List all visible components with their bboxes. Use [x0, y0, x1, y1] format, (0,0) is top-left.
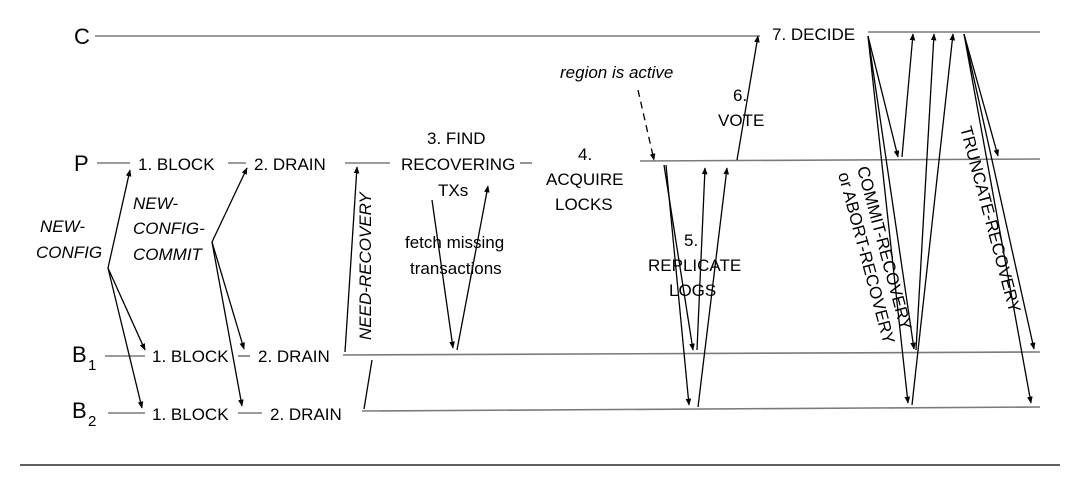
step-acquire-locks: 4. ACQUIRE LOCKS — [546, 145, 623, 214]
svg-text:3. FIND: 3. FIND — [427, 129, 486, 148]
axis-label-b1: B 1 — [72, 342, 96, 374]
timeline-c — [95, 31, 1040, 37]
arrow-vote — [736, 35, 760, 161]
svg-text:VOTE: VOTE — [718, 111, 764, 130]
svg-text:CONFIG: CONFIG — [36, 243, 102, 262]
arrow-truncate-to-b1 — [963, 33, 1036, 350]
arrow-need-recovery-b1 — [344, 166, 360, 353]
arrow-new-config-to-p — [107, 169, 132, 269]
step-block-b1: 1. BLOCK — [152, 347, 229, 366]
timeline-b2 — [108, 406, 1041, 414]
step-drain-p: 2. DRAIN — [254, 155, 326, 174]
annotation-region-active: region is active — [560, 63, 673, 82]
step-drain-b1: 2. DRAIN — [258, 347, 330, 366]
svg-text:transactions: transactions — [410, 259, 502, 278]
arrow-replicate-ack-b1 — [696, 167, 708, 351]
message-label-new-config: NEW- CONFIG — [36, 217, 102, 262]
arrow-truncate-to-b2 — [963, 33, 1033, 404]
message-label-need-recovery: NEED-RECOVERY — [356, 191, 375, 340]
step-replicate-logs: 5. REPLICATE LOGS — [648, 231, 741, 300]
step-find-recovering: 3. FIND RECOVERING TXs — [401, 129, 515, 200]
arrow-truncate-to-p — [963, 33, 1000, 157]
arrow-new-config-to-b2 — [107, 267, 144, 409]
step-block-p: 1. BLOCK — [138, 155, 215, 174]
arrow-config-commit-to-p — [211, 167, 248, 243]
svg-text:B: B — [72, 342, 87, 367]
arrow-replicate-ack-b2 — [697, 167, 730, 408]
svg-text:6.: 6. — [733, 86, 747, 105]
svg-text:1: 1 — [88, 357, 96, 374]
message-label-fetch-missing: fetch missing transactions — [405, 233, 504, 278]
arrow-fetch-request — [431, 199, 455, 349]
arrow-decide-to-b2 — [867, 35, 911, 404]
svg-text:REPLICATE: REPLICATE — [648, 256, 741, 275]
step-vote: 6. VOTE — [718, 86, 764, 130]
arrow-fetch-response — [456, 185, 490, 351]
arrow-new-config-to-b1 — [107, 267, 146, 351]
arrow-region-active — [637, 89, 656, 161]
step-decide: 7. DECIDE — [772, 25, 855, 44]
timeline-b1 — [105, 351, 1041, 357]
arrow-decide-to-b1 — [867, 35, 916, 350]
axis-label-b2: B 2 — [72, 398, 96, 430]
svg-text:fetch missing: fetch missing — [405, 233, 504, 252]
svg-text:4.: 4. — [578, 145, 592, 164]
svg-text:LOGS: LOGS — [669, 281, 716, 300]
arrow-decide-ack-b1 — [915, 33, 937, 351]
arrow-decide-ack-b2 — [911, 33, 956, 406]
arrow-need-recovery-b2 — [363, 359, 373, 410]
svg-text:RECOVERING: RECOVERING — [401, 155, 515, 174]
svg-text:2: 2 — [88, 413, 96, 430]
timeline-p — [97, 158, 1041, 164]
svg-text:TXs: TXs — [438, 181, 468, 200]
arrow-config-commit-to-b2 — [211, 241, 244, 407]
svg-text:CONFIG-: CONFIG- — [133, 219, 205, 238]
svg-text:NEW-: NEW- — [133, 194, 178, 213]
arrow-decide-ack-p — [901, 33, 916, 158]
axis-label-c: C — [74, 24, 90, 49]
axis-label-p: P — [74, 151, 89, 176]
svg-text:NEW-: NEW- — [40, 217, 85, 236]
message-label-new-config-commit: NEW- CONFIG- COMMIT — [133, 194, 205, 264]
arrow-replicate-to-b2 — [665, 164, 692, 406]
svg-text:LOCKS: LOCKS — [555, 195, 613, 214]
svg-text:B: B — [72, 398, 87, 423]
step-block-b2: 1. BLOCK — [152, 405, 229, 424]
arrow-config-commit-to-b1 — [211, 241, 245, 350]
step-drain-b2: 2. DRAIN — [270, 405, 342, 424]
svg-text:COMMIT: COMMIT — [133, 245, 204, 264]
svg-text:5.: 5. — [684, 231, 698, 250]
svg-text:ACQUIRE: ACQUIRE — [546, 170, 623, 189]
arrow-decide-to-p — [867, 35, 900, 158]
